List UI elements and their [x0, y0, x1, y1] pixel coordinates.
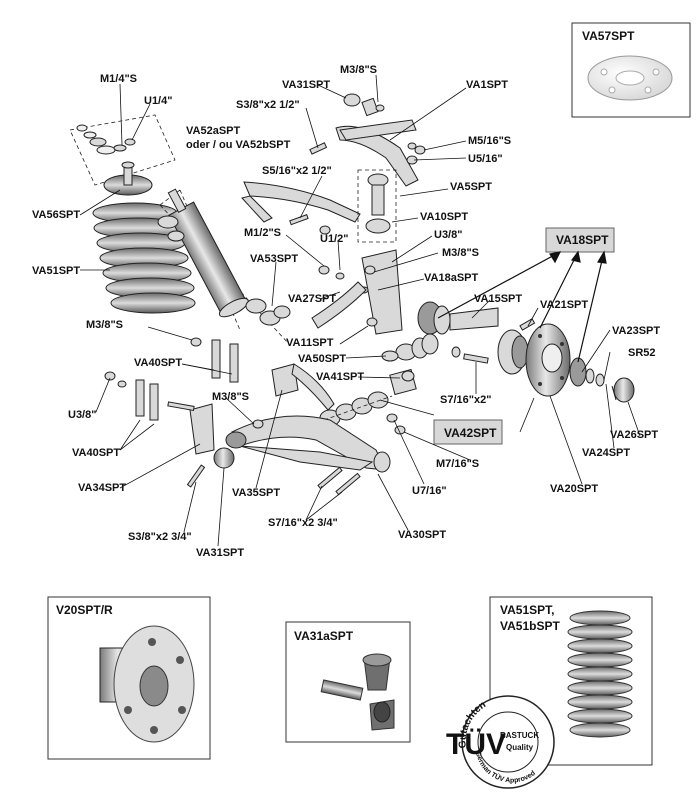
inset-va57-label: VA57SPT [582, 29, 635, 43]
tuv-brand: BASTUCK [500, 731, 539, 740]
label-va52a: VA52aSPT [186, 125, 240, 137]
label-va24: VA24SPT [582, 447, 630, 459]
label-sr52: SR52 [628, 347, 656, 359]
bushes-va53 [245, 298, 291, 326]
label-va18: VA18SPT [556, 233, 609, 247]
label-va30: VA30SPT [398, 529, 446, 541]
bush-sleeve [320, 679, 364, 701]
label-u38-left: U3/8" [68, 409, 96, 421]
label-va20: VA20SPT [550, 483, 598, 495]
nylon-washer-bolt-hole [608, 86, 616, 94]
ball-joint-va10 [357, 169, 397, 243]
label-u516: U5/16" [468, 153, 503, 165]
shock-absorber-va52 [157, 188, 291, 346]
label-va53: VA53SPT [250, 253, 298, 265]
tuv-quality: Quality [506, 743, 534, 752]
nylon-washer-bolt-hole [600, 68, 608, 76]
label-va56: VA56SPT [32, 209, 80, 221]
label-s516-212: S5/16"x2 1/2" [262, 165, 332, 177]
hub-stud-hole [176, 656, 184, 664]
label-va11: VA11SPT [286, 337, 334, 349]
label-u716: U7/16" [412, 485, 447, 497]
shock-rod [167, 188, 187, 213]
plates-va40 [135, 339, 239, 421]
upper-arm-va5 [241, 181, 361, 235]
coil-spring-va51 [92, 202, 196, 314]
label-va18a: VA18aSPT [424, 272, 478, 284]
tuv-main: TÜV [446, 728, 506, 761]
link-va27 [311, 265, 367, 329]
label-m38-left: M3/8"S [86, 319, 123, 331]
bracket-va34 [167, 401, 215, 455]
label-m14: M1/4"S [100, 73, 137, 85]
leader-lines [79, 74, 641, 547]
label-m12: M1/2"S [244, 227, 281, 239]
label-s38-234: S3/8"x2 3/4" [128, 531, 192, 543]
label-m38-low: M3/8"S [212, 391, 249, 403]
nylon-washer-hole [615, 70, 645, 86]
inset-v20: V20SPT/R [47, 596, 211, 760]
label-m516: M5/16"S [468, 135, 511, 147]
inset-va31a: VA31aSPT [285, 621, 411, 743]
tuv-seal: TÜV Gutachten BASTUCK Quality German TÜV… [446, 695, 555, 789]
inset-va51-label-b: VA51bSPT [500, 619, 560, 633]
label-s716-234: S7/16"x2 3/4" [268, 517, 338, 529]
upper-arm-va1 [309, 93, 426, 187]
label-va1: VA1SPT [466, 79, 508, 91]
label-va51: VA51SPT [32, 265, 80, 277]
label-s38-212: S3/8"x2 1/2" [236, 99, 300, 111]
label-va40-top: VA40SPT [134, 357, 182, 369]
label-m716: M7/16"S [436, 458, 479, 470]
label-va26: VA26SPT [610, 429, 658, 441]
label-va31-top: VA31SPT [282, 79, 330, 91]
label-va42: VA42SPT [444, 426, 497, 440]
red-coil-spring [567, 610, 633, 738]
hub-stud-hole [150, 726, 158, 734]
label-va41: VA41SPT [316, 371, 364, 383]
part-labels: M3/8"S VA31SPT VA1SPT M1/4"S U1/4" S3/8"… [32, 64, 660, 559]
spring-top-mount [69, 114, 176, 196]
label-va5: VA5SPT [450, 181, 492, 193]
lower-arm-va30 [225, 363, 391, 473]
hub-stud-hole [178, 706, 186, 714]
label-va27: VA27SPT [288, 293, 336, 305]
label-m38-top: M3/8"S [340, 64, 377, 76]
label-u12: U1/2" [320, 233, 348, 245]
hub-stud-hole [124, 706, 132, 714]
hub-stud-hole [148, 638, 156, 646]
shock-lower-eye [218, 297, 249, 318]
label-va35: VA35SPT [232, 487, 280, 499]
inset-va51: VA51SPT, VA51bSPT [489, 596, 653, 766]
label-va21: VA21SPT [540, 299, 588, 311]
inset-va57: VA57SPT [571, 22, 691, 118]
label-va10: VA10SPT [420, 211, 468, 223]
inset-va31a-label: VA31aSPT [294, 629, 354, 643]
label-m38-mid: M3/8"S [442, 247, 479, 259]
label-s716-2: S7/16"x2" [440, 394, 491, 406]
inset-va51-label-a: VA51SPT, [500, 603, 554, 617]
highlight-va42 [433, 419, 503, 445]
label-va31-low: VA31SPT [196, 547, 244, 559]
label-va23: VA23SPT [612, 325, 660, 337]
tuv-seal-inner [477, 711, 539, 773]
label-va50: VA50SPT [298, 353, 346, 365]
highlight-va18 [545, 227, 615, 253]
label-u14: U1/4" [144, 95, 172, 107]
inset-v20-label: V20SPT/R [56, 603, 113, 617]
label-va34: VA34SPT [78, 482, 126, 494]
hub-va20 [497, 318, 635, 403]
arrows [437, 250, 607, 363]
hub-center [139, 665, 169, 707]
stub-axle-va18a [359, 249, 499, 335]
label-va15: VA15SPT [474, 293, 522, 305]
fasteners [104, 337, 489, 496]
label-va40-low: VA40SPT [72, 447, 120, 459]
label-va52b: oder / ou VA52bSPT [186, 139, 291, 151]
nylon-washer-bolt-hole [644, 86, 652, 94]
label-u38: U3/8" [434, 229, 462, 241]
nylon-washer-bolt-hole [652, 68, 660, 76]
